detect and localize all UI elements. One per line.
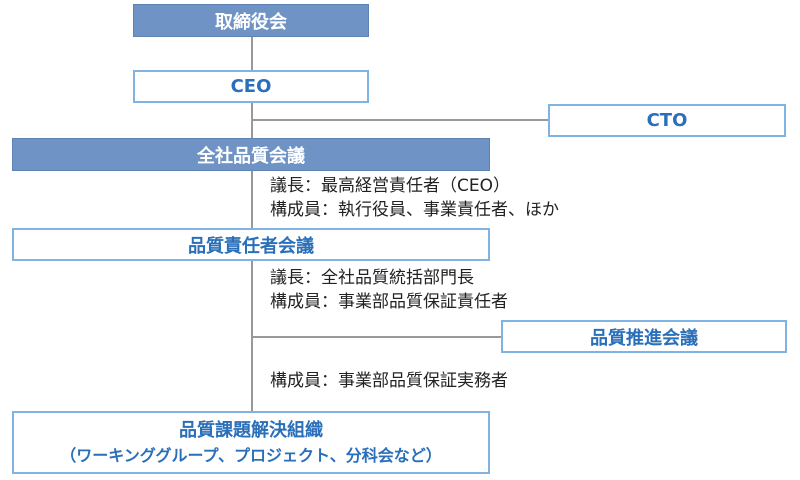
owner-council-node: 品質責任者会議 — [12, 228, 490, 261]
task-org-node: 品質課題解決組織 （ワーキンググループ、プロジェクト、分科会など） — [12, 411, 490, 474]
owner-council-chair: 議長：全社品質統括部門長 — [270, 268, 474, 288]
company-council-chair: 議長：最高経営責任者（CEO） — [270, 176, 510, 196]
board-node: 取締役会 — [133, 4, 369, 37]
promotion-council-label: 品質推進会議 — [590, 327, 698, 349]
promotion-council-node: 品質推進会議 — [501, 320, 787, 353]
ceo-node: CEO — [133, 70, 369, 103]
cto-node: CTO — [548, 104, 786, 137]
task-org-title: 品質課題解決組織 — [179, 419, 323, 441]
company-council-node: 全社品質会議 — [12, 138, 490, 171]
promotion-connector — [251, 336, 501, 338]
promotion-council-note: 構成員：事業部品質保証実務者 — [270, 369, 508, 393]
company-council-note: 議長：最高経営責任者（CEO） 構成員：執行役員、事業責任者、ほか — [270, 174, 559, 222]
task-org-subtitle: （ワーキンググループ、プロジェクト、分科会など） — [60, 445, 442, 465]
company-council-members: 構成員：執行役員、事業責任者、ほか — [270, 200, 559, 220]
ceo-label: CEO — [230, 76, 272, 97]
owner-council-label: 品質責任者会議 — [188, 235, 314, 257]
cto-label: CTO — [646, 110, 688, 131]
owner-council-members: 構成員：事業部品質保証責任者 — [270, 292, 508, 312]
vertical-connector — [251, 37, 253, 411]
cto-connector — [251, 119, 548, 121]
board-label: 取締役会 — [215, 11, 287, 33]
promotion-council-members: 構成員：事業部品質保証実務者 — [270, 371, 508, 391]
owner-council-note: 議長：全社品質統括部門長 構成員：事業部品質保証責任者 — [270, 266, 508, 314]
company-council-label: 全社品質会議 — [197, 145, 305, 167]
